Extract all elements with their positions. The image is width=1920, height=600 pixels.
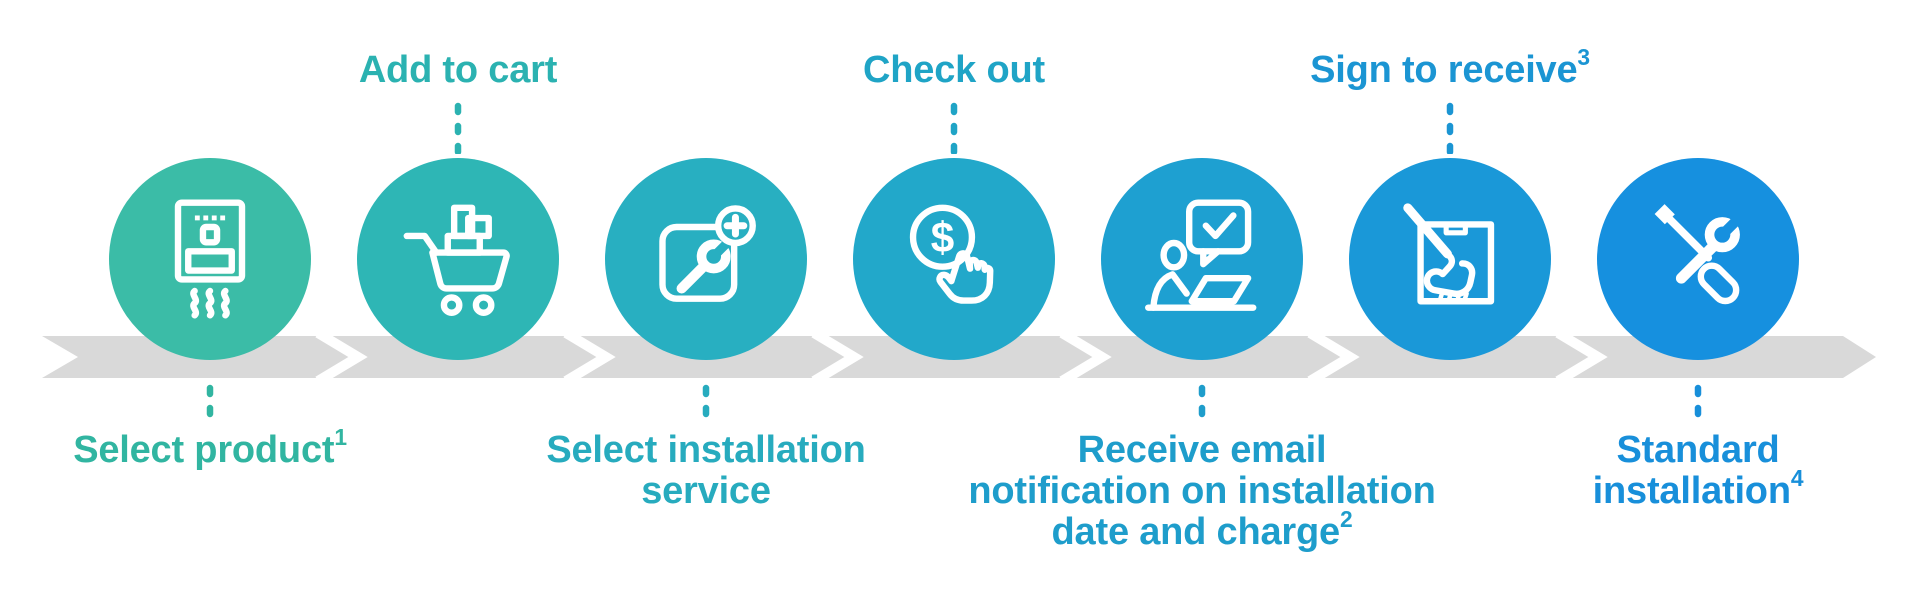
process-arrow-band [42, 336, 1876, 378]
process-flow-diagram: Select product1 Add to cart [42, 45, 1876, 553]
